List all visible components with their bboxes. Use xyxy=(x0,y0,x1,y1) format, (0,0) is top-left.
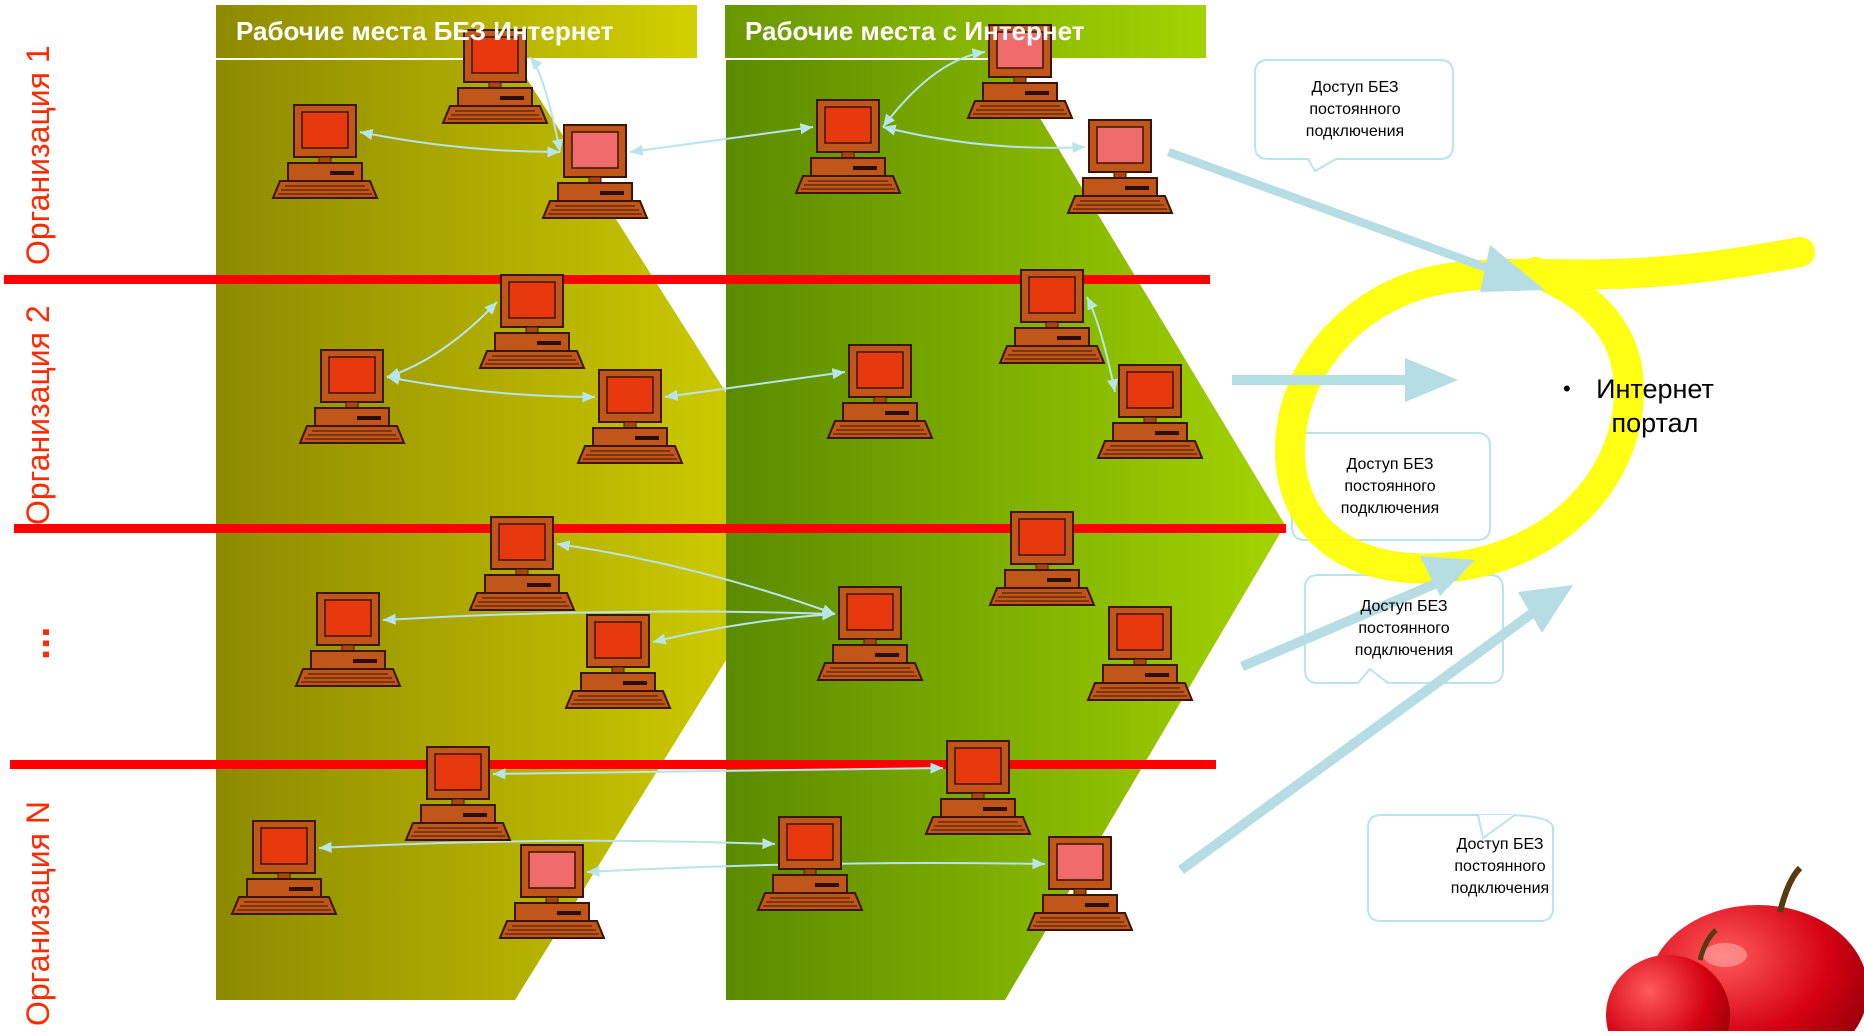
offline-header-bar xyxy=(216,5,697,58)
computer-icon xyxy=(576,369,684,464)
computer-icon xyxy=(564,614,672,709)
connection-link xyxy=(882,124,1086,154)
computer-icon xyxy=(988,511,1096,606)
callout-bubble-2 xyxy=(1291,432,1491,541)
computer-icon xyxy=(478,274,586,369)
arrow-4 xyxy=(1178,600,1548,874)
computer-icon xyxy=(794,99,902,194)
row-label-org-2: Организация 2 xyxy=(20,305,56,525)
online-column-title: Рабочие места с Интернет xyxy=(745,16,1085,46)
separator-3 xyxy=(10,760,1216,769)
connection-link xyxy=(359,128,561,158)
connection-link xyxy=(492,762,944,780)
computer-icon xyxy=(271,104,379,199)
connection-link xyxy=(882,48,986,128)
callout-line: подключения xyxy=(1305,123,1405,140)
portal-bullet: • xyxy=(1563,376,1571,401)
callout-line: подключения xyxy=(1340,500,1440,517)
computer-icon xyxy=(1066,119,1174,214)
callout-bubble-4-tail xyxy=(1477,814,1516,840)
callout-line: постоянного xyxy=(1454,858,1546,875)
callout-text-2: Доступ БЕЗ постоянного подключения xyxy=(1300,454,1480,520)
row-label-org-n: Организация N xyxy=(20,801,56,1026)
computer-icon xyxy=(498,844,606,939)
separator-2 xyxy=(14,524,1286,533)
callout-line: подключения xyxy=(1354,642,1454,659)
callout-line: Доступ БЕЗ xyxy=(1311,79,1399,96)
callout-text-4: Доступ БЕЗ постоянного подключения xyxy=(1410,834,1590,900)
computer-icon xyxy=(1096,364,1204,459)
callout-bubble-3 xyxy=(1304,574,1504,684)
computer-icon xyxy=(966,24,1074,119)
portal-line-1: Интернет xyxy=(1596,374,1714,404)
callout-line: постоянного xyxy=(1309,101,1401,118)
arrow-1-head xyxy=(1480,245,1545,292)
callout-line: Доступ БЕЗ xyxy=(1360,598,1448,615)
callout-line: постоянного xyxy=(1344,478,1436,495)
connection-link xyxy=(386,373,596,403)
callout-bubble-1 xyxy=(1254,59,1454,173)
computer-icon xyxy=(1086,606,1194,701)
computer-icon xyxy=(230,820,338,915)
callout-text-1: Доступ БЕЗ постоянного подключения xyxy=(1262,77,1448,143)
callout-line: Доступ БЕЗ xyxy=(1346,456,1434,473)
connection-link xyxy=(664,368,846,401)
connection-links xyxy=(318,48,1118,877)
computer-icon xyxy=(404,746,512,841)
arrow-2-head xyxy=(1405,358,1458,402)
computer-icon xyxy=(826,344,934,439)
connection-link xyxy=(1086,296,1118,393)
arrow-3 xyxy=(1240,570,1459,671)
computer-icon xyxy=(298,349,406,444)
computer-icon xyxy=(294,592,402,687)
separator-1 xyxy=(4,275,1210,284)
computer-icon xyxy=(441,29,549,124)
portal-arrows xyxy=(1167,148,1573,874)
computer-icon xyxy=(998,269,1106,364)
computer-icon xyxy=(541,124,649,219)
computer-icon xyxy=(468,516,576,611)
connection-link xyxy=(318,837,776,853)
row-label-org-1: Организация 1 xyxy=(20,45,56,265)
computer-icon xyxy=(756,816,864,911)
callout-line: постоянного xyxy=(1358,620,1450,637)
offline-column-title: Рабочие места БЕЗ Интернет xyxy=(236,16,614,46)
callout-line: подключения xyxy=(1450,880,1550,897)
computer-icon xyxy=(1026,836,1134,931)
arrow-4-head xyxy=(1518,585,1573,633)
connection-link xyxy=(652,609,836,645)
connection-link xyxy=(629,123,814,156)
callout-text-3: Доступ БЕЗ постоянного подключения xyxy=(1312,596,1496,662)
arrow-2 xyxy=(1232,375,1410,385)
apple-decoration xyxy=(1606,865,1864,1036)
callout-line: Доступ БЕЗ xyxy=(1456,836,1544,853)
arrow-1 xyxy=(1167,148,1505,278)
connection-link xyxy=(556,540,836,616)
computer-icon xyxy=(816,586,924,681)
connection-link xyxy=(386,301,498,379)
row-label-ellipsis: ... xyxy=(14,626,58,660)
computers xyxy=(230,24,1204,939)
portal-line-2: портал xyxy=(1611,408,1699,438)
arrow-3-head xyxy=(1420,556,1475,596)
computer-icon xyxy=(924,740,1032,835)
callout-bubble-4 xyxy=(1367,814,1554,922)
portal-label: • Интернет портал xyxy=(1555,372,1755,440)
